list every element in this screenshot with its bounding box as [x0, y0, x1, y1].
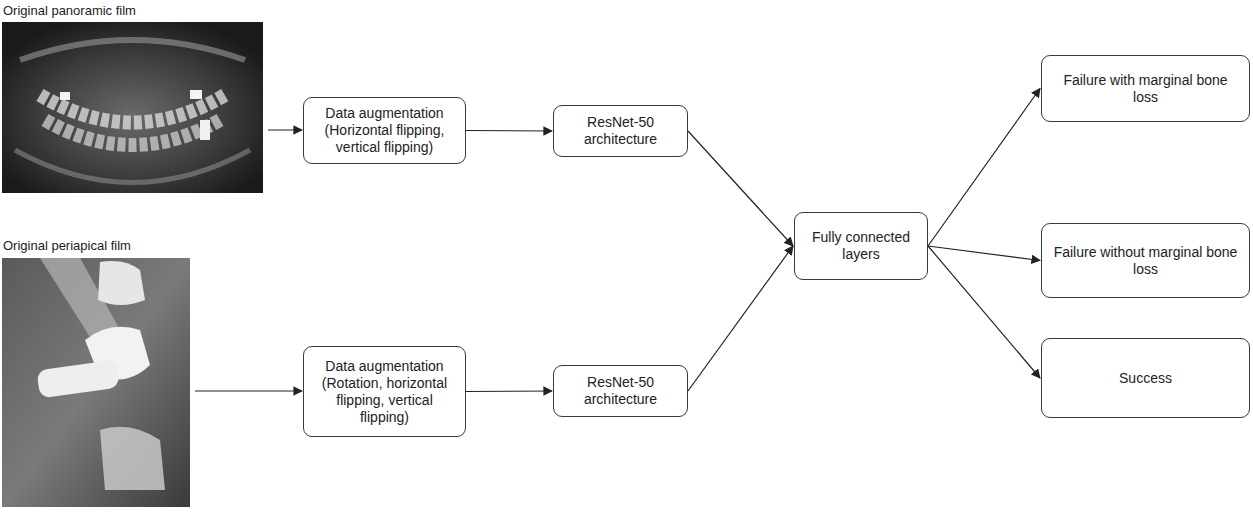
outcome-box: Failure without marginal bone loss	[1041, 223, 1250, 298]
flow-arrow	[928, 89, 1040, 247]
model-box: ResNet-50 architecture	[553, 105, 688, 157]
augmentation-box: Data augmentation (Horizontal flipping, …	[303, 97, 466, 164]
periapical-film	[2, 258, 190, 507]
panoramic-film	[2, 22, 263, 193]
flow-arrow	[928, 246, 1040, 261]
box-text: Fully connected layers	[805, 229, 917, 263]
image-caption: Original panoramic film	[3, 3, 136, 19]
box-text: Success	[1119, 370, 1172, 387]
outcome-box: Failure with marginal bone loss	[1041, 55, 1250, 122]
layer-box: Fully connected layers	[794, 212, 928, 280]
flow-arrow	[688, 131, 793, 246]
flow-arrow	[688, 246, 793, 391]
box-text: Data augmentation (Horizontal flipping, …	[314, 105, 455, 156]
input-arrow	[195, 390, 302, 391]
box-text: Failure with marginal bone loss	[1052, 72, 1239, 106]
image-caption: Original periapical film	[3, 238, 131, 254]
flow-arrow	[466, 390, 552, 392]
box-text: ResNet-50 architecture	[564, 374, 677, 408]
input-arrow	[268, 129, 302, 130]
outcome-box: Success	[1041, 338, 1250, 418]
flow-arrow	[466, 130, 552, 132]
model-box: ResNet-50 architecture	[553, 365, 688, 417]
augmentation-box: Data augmentation (Rotation, horizontal …	[303, 346, 466, 437]
flow-arrow	[928, 246, 1040, 378]
box-text: Failure without marginal bone loss	[1052, 244, 1239, 278]
box-text: ResNet-50 architecture	[564, 114, 677, 148]
box-text: Data augmentation (Rotation, horizontal …	[314, 358, 455, 426]
